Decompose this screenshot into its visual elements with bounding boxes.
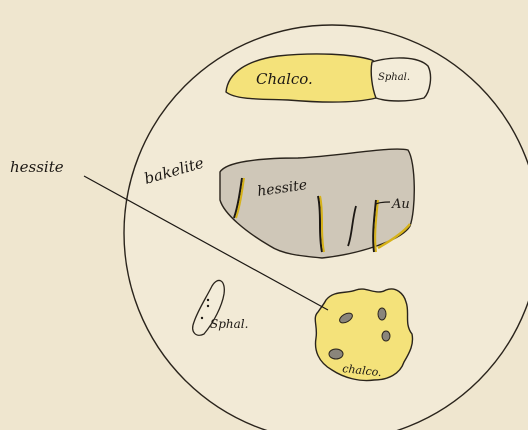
sphalerite-dot: [201, 317, 203, 319]
label-sphal-small: Sphal.: [210, 317, 248, 331]
sphalerite-dot: [207, 305, 209, 307]
sphalerite-dot: [207, 299, 209, 301]
dark-inclusion: [378, 308, 386, 320]
label-hessite-pointer: hessite: [10, 158, 64, 176]
dark-inclusion: [382, 331, 390, 341]
dark-inclusion: [329, 349, 343, 359]
label-chalco-top: Chalco.: [256, 70, 313, 88]
label-au: Au: [391, 197, 410, 212]
label-sphal-top: Sphal.: [378, 72, 410, 83]
